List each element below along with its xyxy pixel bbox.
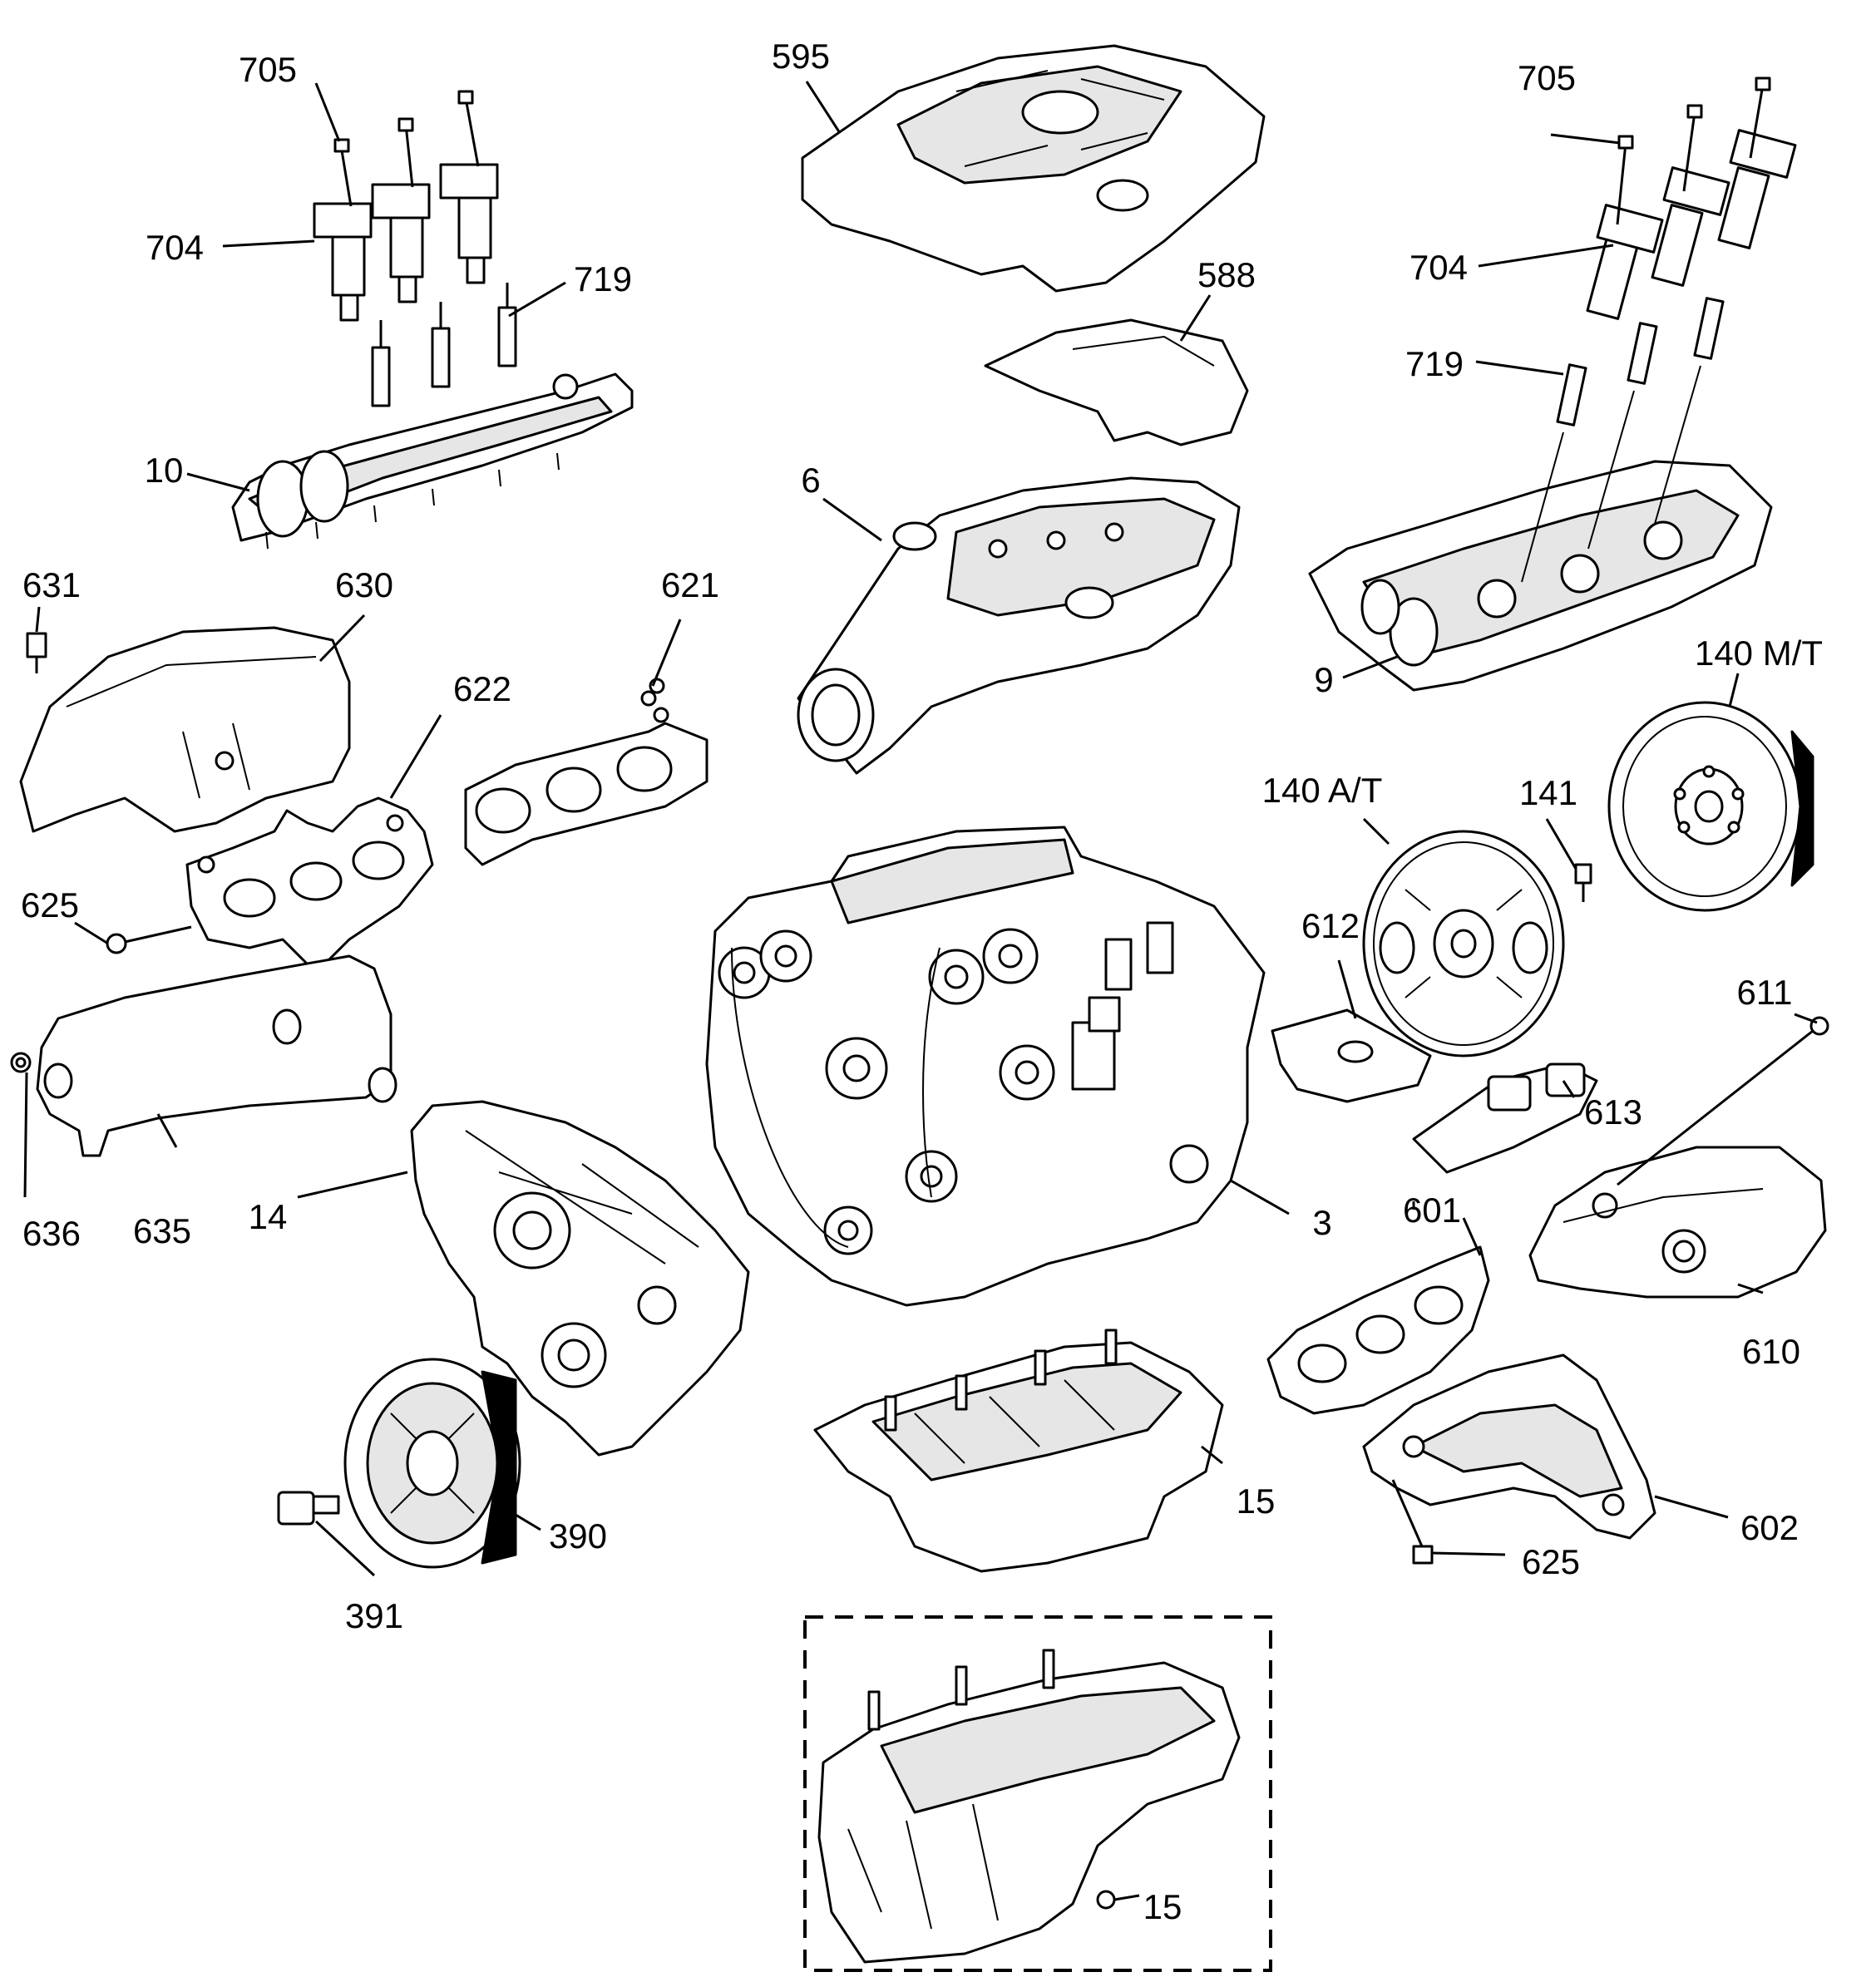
right-exhaust-manifold-gasket bbox=[1266, 1245, 1490, 1415]
manual-transmission-flywheel bbox=[1607, 701, 1814, 912]
callout-612: 612 bbox=[1301, 906, 1360, 945]
callout-15-upper: 15 bbox=[1237, 1482, 1276, 1521]
right-spark-plugs bbox=[1521, 297, 1725, 583]
callout-719-left: 719 bbox=[574, 259, 632, 298]
callout-10: 10 bbox=[145, 451, 184, 490]
engine-front-cover bbox=[410, 1100, 750, 1457]
callout-390: 390 bbox=[549, 1516, 607, 1555]
callout-610: 610 bbox=[1742, 1332, 1800, 1371]
left-ignition-coil-2 bbox=[371, 183, 431, 303]
callout-635: 635 bbox=[133, 1211, 191, 1250]
left-exhaust-heat-shield bbox=[19, 626, 351, 833]
callout-14: 14 bbox=[249, 1197, 288, 1236]
callout-625-left: 625 bbox=[21, 885, 79, 924]
callout-613: 613 bbox=[1584, 1092, 1642, 1131]
callout-3: 3 bbox=[1312, 1203, 1331, 1242]
oil-pan-upper bbox=[813, 1329, 1224, 1573]
callout-630: 630 bbox=[335, 565, 393, 604]
flywheel-bolt bbox=[1574, 863, 1592, 902]
callout-602: 602 bbox=[1740, 1508, 1799, 1547]
flywheel-spacer bbox=[1271, 1008, 1432, 1103]
right-manifold-bolt bbox=[1391, 1479, 1434, 1565]
engine-cover bbox=[801, 44, 1266, 293]
callout-704-left: 704 bbox=[146, 228, 204, 267]
right-coil-bolts bbox=[1616, 76, 1771, 225]
callout-625-right: 625 bbox=[1522, 1542, 1580, 1581]
callout-140-at: 140 A/T bbox=[1262, 771, 1383, 810]
callout-719-right: 719 bbox=[1405, 344, 1464, 383]
callout-15-lower: 15 bbox=[1143, 1887, 1182, 1926]
left-valve-cover bbox=[231, 372, 634, 550]
right-ignition-coil-3 bbox=[1717, 129, 1797, 249]
right-ignition-coil-1 bbox=[1586, 204, 1664, 320]
callout-621: 621 bbox=[661, 565, 719, 604]
callout-9: 9 bbox=[1314, 660, 1333, 699]
right-exhaust-heat-shield bbox=[1528, 1146, 1827, 1299]
callout-636: 636 bbox=[22, 1214, 81, 1253]
automatic-transmission-flexplate bbox=[1362, 830, 1565, 1058]
left-spark-plugs bbox=[371, 283, 517, 407]
right-ignition-coil-2 bbox=[1651, 166, 1730, 287]
left-exhaust-manifold-gasket bbox=[464, 678, 708, 866]
engine-shield bbox=[984, 318, 1249, 446]
callout-704-right: 704 bbox=[1409, 248, 1468, 287]
crankshaft-balancer bbox=[343, 1358, 521, 1569]
leader-lines bbox=[23, 81, 1818, 1901]
left-heat-shield-bolt bbox=[26, 632, 47, 673]
callout-622: 622 bbox=[453, 669, 511, 708]
left-manifold-bolt bbox=[106, 925, 192, 954]
left-coil-bolts bbox=[333, 90, 480, 207]
balancer-bolt bbox=[277, 1491, 340, 1526]
crossover-shield-nut bbox=[10, 1052, 32, 1073]
callout-705-left: 705 bbox=[239, 50, 297, 89]
callout-611: 611 bbox=[1737, 973, 1793, 1012]
callout-391: 391 bbox=[345, 1596, 403, 1635]
intake-manifold bbox=[797, 476, 1241, 775]
left-ignition-coil-3 bbox=[439, 163, 499, 284]
callout-141: 141 bbox=[1519, 773, 1577, 812]
callout-601: 601 bbox=[1403, 1191, 1461, 1230]
engine-block-assembly bbox=[705, 826, 1266, 1307]
callout-6: 6 bbox=[801, 461, 820, 500]
right-heat-shield-bolt bbox=[1617, 1016, 1829, 1186]
left-ignition-coil-1 bbox=[313, 202, 373, 322]
callout-140-mt: 140 M/T bbox=[1695, 634, 1823, 673]
left-exhaust-manifold bbox=[185, 796, 434, 974]
exhaust-crossover-shield bbox=[36, 954, 397, 1157]
callout-631: 631 bbox=[22, 565, 81, 604]
callout-595: 595 bbox=[772, 37, 830, 76]
oil-pan-alternate bbox=[817, 1649, 1241, 1964]
transmission-shield bbox=[1412, 1062, 1598, 1174]
right-exhaust-manifold bbox=[1362, 1353, 1656, 1540]
alternate-oil-pan-box bbox=[803, 1615, 1272, 1972]
callout-588: 588 bbox=[1197, 255, 1256, 294]
callout-705-right: 705 bbox=[1518, 58, 1576, 97]
